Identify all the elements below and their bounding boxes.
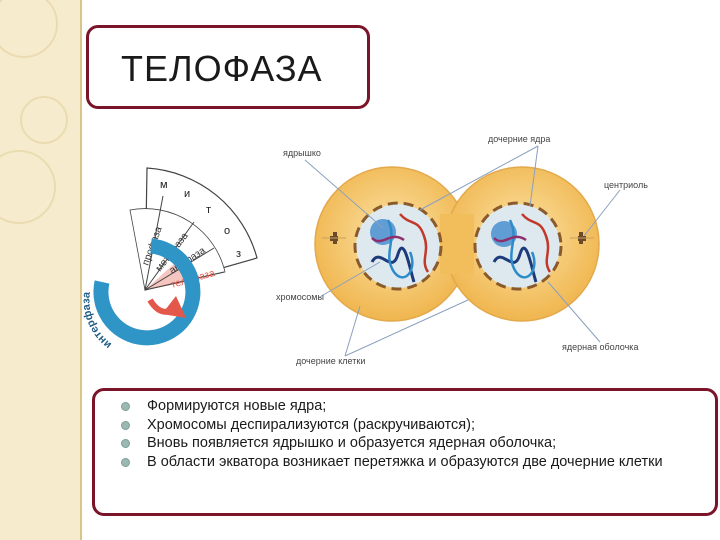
cleavage-furrow — [440, 214, 474, 274]
pointer-nuclear-envelope — [547, 281, 601, 343]
bullet-list: Формируются новые ядра; Хромосомы деспир… — [109, 397, 705, 471]
pointer-nucleolus — [304, 159, 384, 229]
left-chromosome — [386, 219, 414, 279]
right-chromosome — [493, 235, 527, 243]
bullet-text: Хромосомы деспирализуются (раскручиваютс… — [147, 416, 475, 433]
bullet-icon — [121, 402, 130, 411]
pointer-centriole — [583, 189, 621, 237]
mitosis-letter: з — [236, 248, 241, 260]
label-nuclear-envelope: ядерная оболочка — [562, 342, 638, 352]
right-nuclear-envelope — [473, 201, 563, 291]
stripe-divider — [80, 0, 82, 540]
bullet-item: В области экватора возникает перетяжка и… — [109, 453, 705, 472]
bullet-icon — [121, 457, 130, 467]
left-chromosome — [370, 246, 416, 283]
label-daughter-nuclei: дочерние ядра — [488, 134, 550, 144]
bullet-item: Вновь появляется ядрышко и образуется яд… — [109, 434, 705, 453]
left-nuclear-envelope — [353, 201, 443, 291]
interphase-arrow-tail — [147, 298, 180, 315]
mitosis-letter: и — [184, 188, 190, 200]
bullet-item: Формируются новые ядра; — [109, 397, 705, 416]
label-centriole: центриоль — [604, 180, 648, 190]
right-chromosome — [521, 213, 552, 273]
bullet-icon — [121, 420, 130, 430]
decor-circle — [0, 0, 58, 58]
left-centriole-icon — [322, 232, 346, 244]
slide-title: ТЕЛОФАЗА — [121, 48, 323, 89]
mitosis-letter: о — [224, 225, 230, 237]
pointer-daughter-nuclei — [419, 145, 539, 211]
bullet-item: Хромосомы деспирализуются (раскручиваютс… — [109, 416, 705, 435]
interphase-arc — [93, 238, 201, 346]
left-decor-stripe — [0, 0, 80, 540]
bullet-text: Вновь появляется ядрышко и образуется яд… — [147, 435, 557, 451]
pointer-daughter-cells — [344, 305, 361, 357]
mitosis-letter: м — [160, 179, 168, 191]
bullet-text: В области экватора возникает перетяжка и… — [147, 453, 663, 470]
label-nucleolus: ядрышко — [283, 148, 321, 158]
description-frame: Формируются новые ядра; Хромосомы деспир… — [92, 388, 718, 516]
right-chromosome — [508, 219, 536, 279]
label-chromosomes: хромосомы — [276, 292, 324, 302]
left-chromosome — [371, 235, 405, 243]
pointer-chromosomes — [317, 261, 381, 299]
label-daughter-cells: дочерние клетки — [296, 356, 365, 366]
dividing-cell — [314, 166, 600, 322]
right-chromosome — [492, 246, 538, 283]
bullet-text: Формируются новые ядра; — [147, 398, 327, 414]
pointer-daughter-cells — [344, 299, 469, 357]
bullet-icon — [121, 439, 130, 448]
mitosis-letter: т — [206, 204, 211, 216]
decor-circle — [20, 96, 68, 144]
pointer-daughter-nuclei — [529, 145, 539, 207]
left-chromosome — [399, 213, 430, 273]
label-pointers — [304, 145, 621, 357]
title-frame: ТЕЛОФАЗА — [86, 25, 370, 109]
right-centriole-icon — [570, 232, 594, 244]
mitosis-wheel: м и т о з профаза метафаза анафаза телоф… — [80, 167, 258, 351]
